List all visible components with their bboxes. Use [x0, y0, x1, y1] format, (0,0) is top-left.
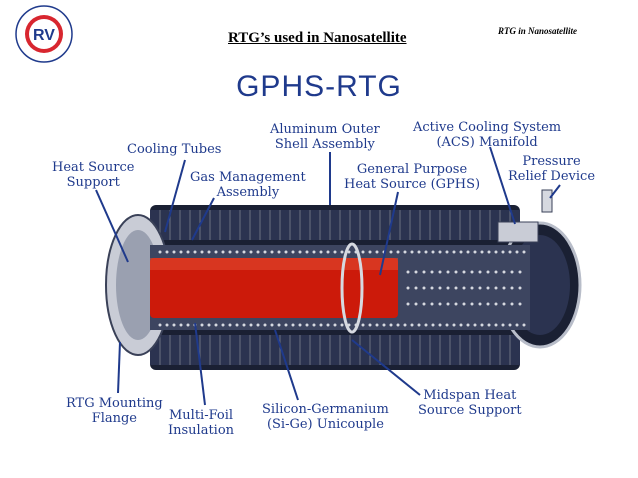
acs-manifold: [497, 221, 539, 243]
unicouple-rows: [158, 250, 526, 327]
label-active-cooling-system: Active Cooling System(ACS) Manifold: [413, 120, 562, 150]
pressure-relief-device: [541, 189, 553, 213]
leader-lines: [95, 146, 561, 406]
header-right-label: RTG in Nanosatellite: [498, 26, 578, 36]
label-silicon-germanium: Silicon-Germanium(Si-Ge) Unicouple: [262, 402, 389, 432]
rv-logo: RV: [15, 5, 73, 63]
diagram-title: GPHS-RTG: [236, 70, 402, 103]
midspan-ring: [340, 242, 364, 334]
document-title: RTG’s used in Nanosatellite: [228, 30, 407, 46]
logo-text: RV: [33, 27, 55, 44]
label-cooling-tubes: Cooling Tubes: [127, 142, 222, 157]
gphs-heat-source: [150, 258, 398, 318]
